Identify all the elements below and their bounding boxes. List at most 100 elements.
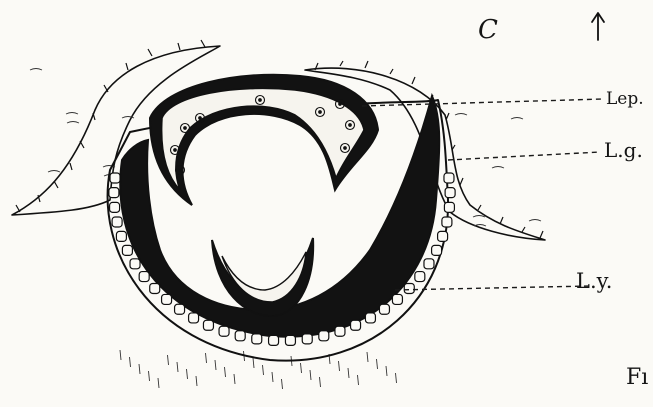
fringe-hair (446, 113, 449, 120)
tissue-fiber (455, 114, 467, 116)
crescent-cell-nucleus (259, 99, 262, 102)
cell (252, 334, 262, 344)
tissue-fiber (177, 362, 178, 372)
tissue-fiber (187, 369, 188, 379)
tissue-fiber (492, 167, 504, 169)
cell (109, 188, 119, 198)
fringe-hair (201, 40, 205, 47)
cell (445, 188, 455, 198)
tissue-fiber (377, 359, 378, 369)
svg-text:↑: ↑ (0, 0, 1, 1)
crescent-cell-nucleus (349, 124, 352, 127)
tissue-fiber (149, 371, 150, 381)
tissue-fiber (196, 376, 197, 386)
tissue-fiber (225, 367, 226, 377)
cell (319, 331, 329, 341)
tissue-fiber (511, 118, 523, 120)
tissue-fiber (120, 350, 121, 360)
cell (130, 259, 140, 269)
crescent-cell-nucleus (344, 147, 347, 150)
fringe-hair (522, 227, 525, 232)
cell (444, 202, 454, 212)
cell (365, 313, 375, 323)
corner-label: Fı (626, 365, 648, 390)
cell (269, 335, 279, 345)
tissue-fiber (367, 352, 368, 362)
fringe-hair (390, 69, 393, 74)
tissue-fiber (30, 69, 42, 71)
tissue-fiber (158, 378, 159, 388)
fringe-hair (70, 163, 72, 170)
cell (110, 173, 120, 183)
cell (379, 304, 389, 314)
crescent-cell-nucleus (174, 149, 177, 152)
tissue-fiber (139, 364, 140, 374)
fringe-hair (540, 231, 543, 238)
label-lg: L.g. (604, 138, 643, 162)
tissue-fiber (301, 363, 302, 373)
tissue-fiber (253, 358, 254, 368)
fringe-hair (478, 205, 481, 210)
tissue-fiber (529, 220, 541, 222)
cell (404, 283, 414, 293)
tissue-fiber (386, 366, 387, 376)
crescent-cell-nucleus (199, 117, 202, 120)
tissue-fiber (348, 368, 349, 378)
tissue-fiber (48, 171, 60, 173)
tissue-fiber (215, 360, 216, 370)
cell (235, 331, 245, 341)
cell (203, 320, 213, 330)
cell (219, 326, 229, 336)
cell (189, 313, 199, 323)
fringe-hair (148, 49, 152, 56)
fringe-hair (178, 43, 180, 50)
cell (432, 245, 442, 255)
cell (351, 320, 361, 330)
panel-letter: C (478, 15, 498, 45)
tissue-fiber (320, 377, 321, 387)
cell (285, 335, 295, 345)
tissue-fiber (282, 379, 283, 389)
crescent-cell-nucleus (179, 169, 182, 172)
tissue-fiber (473, 216, 485, 218)
fringe-hair (460, 178, 463, 185)
label-ly: L.y. (576, 269, 612, 293)
cell (442, 217, 452, 227)
fringe-hair (500, 217, 503, 224)
cell (392, 294, 402, 304)
fringe-hair (340, 61, 343, 66)
fringe-hair (80, 141, 84, 148)
cell (444, 173, 454, 183)
fringe-hair (54, 181, 58, 188)
tissue-fiber (66, 113, 78, 115)
tissue-fiber (206, 353, 207, 363)
cell (335, 326, 345, 336)
label-lep: Lep. (606, 89, 644, 109)
cell (424, 259, 434, 269)
tissue-fiber (272, 372, 273, 382)
orientation-arrow-icon: ↑ (0, 0, 604, 40)
cell (139, 272, 149, 282)
tissue-fiber (130, 357, 131, 367)
tissue-fiber (396, 373, 397, 383)
crescent-cell-nucleus (184, 127, 187, 130)
crescent-cell-nucleus (319, 111, 322, 114)
tissue-fiber (168, 355, 169, 365)
fringe-hair (126, 63, 128, 70)
tissue-fiber (358, 375, 359, 385)
cell (150, 283, 160, 293)
fringe-hair (412, 77, 415, 84)
tissue-fiber (339, 361, 340, 371)
cell (175, 304, 185, 314)
cell (162, 294, 172, 304)
cell (112, 217, 122, 227)
crescent-cell-nucleus (339, 103, 342, 106)
cell (116, 231, 126, 241)
tissue-fiber (263, 365, 264, 375)
tissue-fiber (67, 122, 79, 124)
tissue-fiber (310, 370, 311, 380)
cell (110, 202, 120, 212)
cell (438, 231, 448, 241)
cell (302, 334, 312, 344)
